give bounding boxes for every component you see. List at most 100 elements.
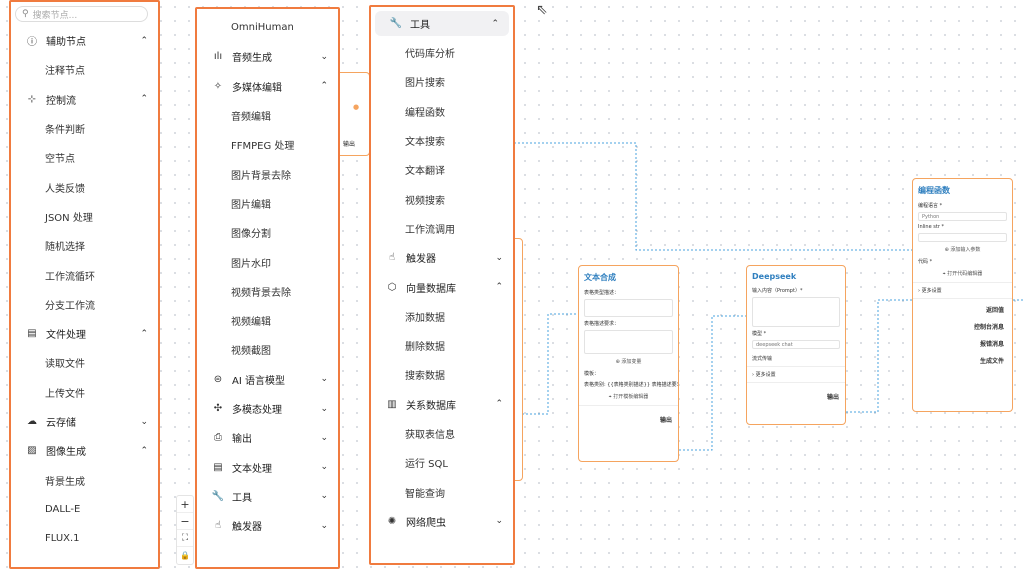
palette-item[interactable]: 视频背景去除 xyxy=(197,277,338,306)
lock-icon[interactable]: 🔒 xyxy=(180,551,190,560)
handle-dot-icon: ● xyxy=(353,103,360,111)
node-title: 文本合成 xyxy=(584,273,616,282)
palette-category[interactable]: ✧多媒体编辑⌃ xyxy=(197,72,338,101)
item-label: 运行 SQL xyxy=(405,459,448,471)
palette-item[interactable]: 图片水印 xyxy=(197,247,338,276)
add-input-param-button[interactable]: ⊕ 添加输入参数 xyxy=(944,247,981,253)
palette-item[interactable]: 代码库分析 xyxy=(371,38,513,67)
database-icon: ▥ xyxy=(387,398,397,410)
palette-item[interactable]: FFMPEG 处理 xyxy=(197,130,338,159)
palette-item[interactable]: 获取表信息 xyxy=(371,419,513,448)
palette-category[interactable]: ☝触发器⌄ xyxy=(371,243,513,272)
palette-item[interactable]: 图片编辑 xyxy=(197,189,338,218)
item-label: 获取表信息 xyxy=(405,430,455,441)
node-output-label: 报错消息 xyxy=(979,341,1004,348)
palette-item[interactable]: FLUX.1 xyxy=(11,524,158,553)
palette-item[interactable]: 工作流调用 xyxy=(371,214,513,243)
palette-category[interactable]: ☁云存储⌄ xyxy=(11,407,158,436)
palette-item[interactable]: 条件判断 xyxy=(11,114,158,143)
palette-category[interactable]: ✺网络爬虫⌄ xyxy=(371,507,513,536)
open-template-editor-button[interactable]: ⌖ 打开模板编辑器 xyxy=(608,394,649,400)
item-label: 关系数据库 xyxy=(406,400,456,412)
palette-item[interactable]: 图片背景去除 xyxy=(197,159,338,188)
palette-category[interactable]: ☝触发器⌄ xyxy=(197,511,338,540)
palette-item[interactable]: 工作流循环 xyxy=(11,260,158,289)
node-output-label: 输出 xyxy=(659,417,672,424)
item-label: 上传文件 xyxy=(45,388,85,400)
code-function-node[interactable]: 编程函数 编程语言 * Python Inline str * ⊕ 添加输入参数… xyxy=(912,178,1013,412)
palette-item[interactable]: 搜索数据 xyxy=(371,360,513,389)
palette-item[interactable]: 智能查询 xyxy=(371,477,513,506)
chevron-up-icon: ⌃ xyxy=(140,328,148,339)
chevron-down-icon: ⌄ xyxy=(320,51,328,62)
item-label: 读取文件 xyxy=(45,359,85,371)
palette-item[interactable]: 添加数据 xyxy=(371,302,513,331)
palette-category[interactable]: ⎙输出⌄ xyxy=(197,423,338,452)
palette-item[interactable]: OmniHuman xyxy=(197,13,338,42)
palette-item[interactable]: 运行 SQL xyxy=(371,448,513,477)
more-settings-toggle[interactable]: › 更多设置 xyxy=(752,372,776,378)
palette-item[interactable]: 注释节点 xyxy=(11,55,158,84)
table-requirement-input[interactable] xyxy=(584,330,673,354)
node-palette-panel-3: 🔧工具⌃代码库分析图片搜索编程函数文本搜索文本翻译视频搜索工作流调用☝触发器⌄⬡… xyxy=(369,5,515,565)
palette-item[interactable]: 文本搜索 xyxy=(371,126,513,155)
palette-item[interactable]: 文本翻译 xyxy=(371,155,513,184)
palette-item[interactable]: 视频截图 xyxy=(197,335,338,364)
stream-toggle-label[interactable]: 流式传输 xyxy=(752,356,773,362)
palette-item[interactable]: 分支工作流 xyxy=(11,290,158,319)
palette-item[interactable]: 背景生成 xyxy=(11,465,158,494)
palette-item[interactable]: 音频编辑 xyxy=(197,101,338,130)
palette-item[interactable]: JSON 处理 xyxy=(11,202,158,231)
palette-item[interactable]: 图像分割 xyxy=(197,218,338,247)
palette-item[interactable]: 视频搜索 xyxy=(371,184,513,213)
open-code-editor-button[interactable]: ⌖ 打开代码编辑器 xyxy=(942,271,983,277)
more-settings-toggle[interactable]: › 更多设置 xyxy=(918,288,942,294)
palette-item[interactable]: 删除数据 xyxy=(371,331,513,360)
palette-item[interactable]: 上传文件 xyxy=(11,378,158,407)
palette-item[interactable]: 人类反馈 xyxy=(11,172,158,201)
palette-item[interactable]: 视频编辑 xyxy=(197,306,338,335)
node-output-label: 输出 xyxy=(343,141,356,148)
palette-category[interactable]: ▤文本处理⌄ xyxy=(197,452,338,481)
palette-category[interactable]: ⊹控制流⌃ xyxy=(11,85,158,114)
item-label: 多模态处理 xyxy=(232,405,282,416)
wire-stub-to-text-synthesis xyxy=(522,313,578,415)
palette-category[interactable]: ⊜AI 语言模型⌄ xyxy=(197,365,338,394)
language-select[interactable]: Python xyxy=(918,212,1007,221)
palette-category[interactable]: 🔧工具⌃ xyxy=(375,11,509,36)
model-select[interactable]: deepseek chat xyxy=(752,340,840,349)
item-label: 添加数据 xyxy=(405,312,445,324)
palette-category[interactable]: ✣多模态处理⌄ xyxy=(197,394,338,423)
divider xyxy=(747,366,845,367)
variable-input[interactable] xyxy=(918,233,1007,242)
palette-item[interactable]: 空节点 xyxy=(11,143,158,172)
text-synthesis-node[interactable]: 文本合成 表格类型描述： 表格描述要求： ⊕ 添加变量 模板： 表格类别: {{… xyxy=(578,265,679,462)
palette-category[interactable]: ▨图像生成⌃ xyxy=(11,436,158,465)
fit-view-button[interactable]: ⛶ xyxy=(177,530,193,547)
palette-item[interactable]: 随机选择 xyxy=(11,231,158,260)
palette-category[interactable]: ▤文件处理⌃ xyxy=(11,319,158,348)
item-label: 控制流 xyxy=(46,95,76,107)
text-file-icon: ▤ xyxy=(213,461,223,473)
palette-item[interactable]: 读取文件 xyxy=(11,348,158,377)
zoom-in-button[interactable]: + xyxy=(177,496,193,513)
palette-item[interactable]: 编程函数 xyxy=(371,97,513,126)
add-variable-button[interactable]: ⊕ 添加变量 xyxy=(615,359,642,365)
zoom-out-button[interactable]: − xyxy=(177,513,193,530)
search-input[interactable]: ⚲ 搜索节点... xyxy=(15,6,148,22)
chevron-down-icon: ⌄ xyxy=(320,374,328,385)
item-label: 空节点 xyxy=(45,154,75,166)
palette-item[interactable]: DALL-E xyxy=(11,495,158,524)
prompt-input[interactable] xyxy=(752,297,840,327)
template-preview: 表格类别: {{表格类别描述}} 表格描述要求: {{ xyxy=(584,382,678,388)
palette-category[interactable]: ⬡向量数据库⌃ xyxy=(371,272,513,301)
palette-item[interactable]: 图片搜索 xyxy=(371,67,513,96)
chevron-up-icon: ⌃ xyxy=(491,18,499,29)
item-label: 输出 xyxy=(232,434,252,446)
table-type-input[interactable] xyxy=(584,299,673,317)
palette-category[interactable]: ▥关系数据库⌃ xyxy=(371,390,513,419)
deepseek-node[interactable]: Deepseek 输入内容（Prompt）* 模型 * deepseek cha… xyxy=(746,265,846,425)
palette-category[interactable]: 🔧工具⌄ xyxy=(197,482,338,511)
